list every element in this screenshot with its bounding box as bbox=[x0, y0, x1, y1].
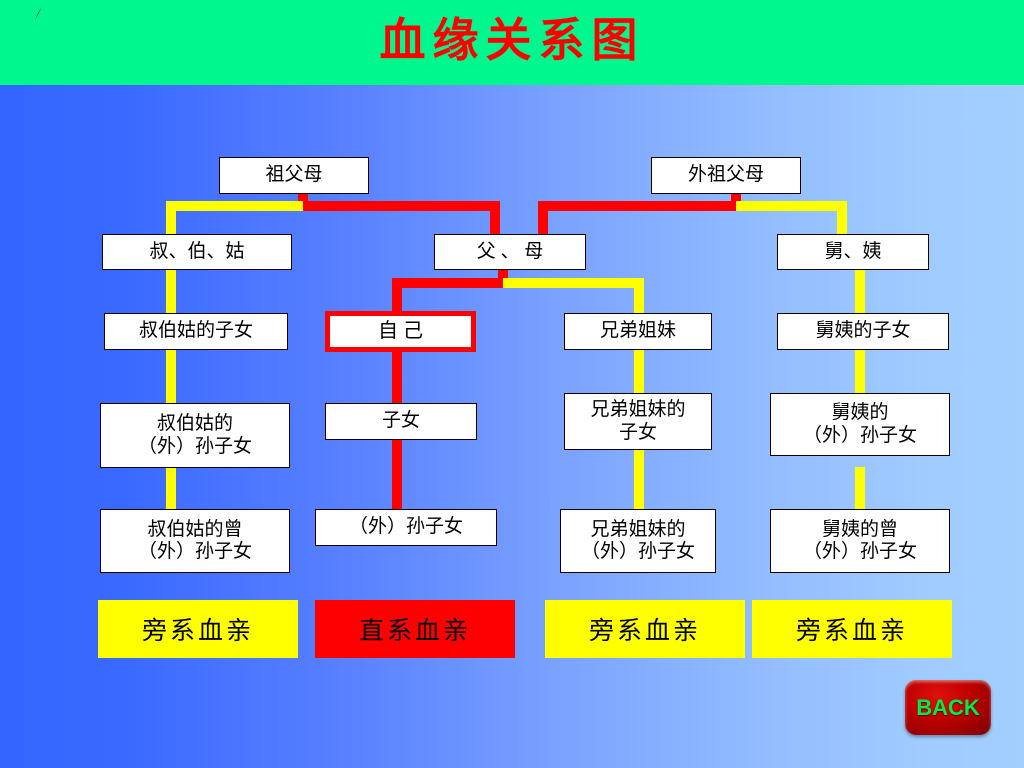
back-button-label: BACK bbox=[916, 694, 980, 720]
connector-maternal-bus-right bbox=[736, 201, 847, 211]
legend-collateral-3[interactable]: 旁系血亲 bbox=[752, 600, 952, 658]
connector-drop-uncles-maternal bbox=[837, 201, 847, 236]
connector-maternal-bus-left bbox=[538, 201, 736, 211]
node-maternal-grandparents[interactable]: 外祖父母 bbox=[651, 157, 801, 194]
connector-spine-maternal-2 bbox=[855, 348, 865, 393]
node-siblings-grandchildren[interactable]: 兄弟姐妹的 （外）孙子女 bbox=[560, 509, 716, 573]
connector-spine-maternal-3 bbox=[855, 467, 865, 510]
connector-spine-maternal-1 bbox=[855, 268, 865, 316]
title-banner: 血缘关系图 bbox=[0, 0, 1024, 85]
node-cousins-maternal[interactable]: 舅姨的子女 bbox=[777, 313, 949, 350]
connector-drop-self bbox=[392, 278, 402, 314]
connector-spine-self-2 bbox=[392, 440, 402, 510]
connector-paternal-bus-left bbox=[166, 201, 308, 211]
connector-drop-siblings bbox=[634, 278, 644, 314]
connector-grandparents-stem bbox=[298, 193, 308, 207]
node-grandchildren[interactable]: （外）孙子女 bbox=[315, 509, 497, 546]
connector-spine-paternal-1 bbox=[166, 268, 176, 316]
node-paternal-cousin-great-grandchildren[interactable]: 叔伯姑的曾 （外）孙子女 bbox=[100, 509, 290, 573]
legend-collateral-2[interactable]: 旁系血亲 bbox=[545, 600, 745, 658]
connector-drop-parents-left bbox=[490, 201, 500, 236]
node-uncles-aunts-paternal[interactable]: 叔、伯、姑 bbox=[102, 234, 292, 270]
node-cousins-paternal[interactable]: 叔伯姑的子女 bbox=[104, 313, 288, 350]
node-self[interactable]: 自 己 bbox=[325, 311, 476, 352]
legend-collateral-1[interactable]: 旁系血亲 bbox=[98, 600, 298, 658]
node-children[interactable]: 子女 bbox=[325, 403, 477, 440]
node-paternal-cousin-grandchildren[interactable]: 叔伯姑的 （外）孙子女 bbox=[100, 403, 290, 468]
page-title: 血缘关系图 bbox=[379, 15, 645, 66]
connector-parents-stem bbox=[498, 270, 508, 284]
back-button[interactable]: BACK bbox=[905, 680, 991, 735]
node-maternal-cousin-great-grandchildren[interactable]: 舅姨的曾 （外）孙子女 bbox=[770, 509, 950, 573]
node-parents[interactable]: 父 、 母 bbox=[434, 234, 586, 270]
connector-drop-parents-right bbox=[538, 201, 548, 236]
connector-drop-uncles-paternal bbox=[166, 201, 176, 236]
node-siblings-children[interactable]: 兄弟姐妹的 子女 bbox=[564, 393, 712, 450]
connector-parents-bus-left bbox=[392, 278, 508, 288]
connector-spine-paternal-2 bbox=[166, 348, 176, 404]
connector-parents-bus-right bbox=[503, 278, 644, 288]
connector-spine-paternal-3 bbox=[166, 467, 176, 510]
connector-maternal-grandparents-stem bbox=[731, 193, 741, 207]
node-uncles-aunts-maternal[interactable]: 舅、姨 bbox=[777, 234, 929, 270]
connector-paternal-bus-right bbox=[303, 201, 500, 211]
node-siblings[interactable]: 兄弟姐妹 bbox=[564, 313, 712, 350]
node-paternal-grandparents[interactable]: 祖父母 bbox=[219, 157, 369, 194]
connector-spine-siblings-2 bbox=[634, 450, 644, 510]
node-maternal-cousin-grandchildren[interactable]: 舅姨的 （外）孙子女 bbox=[770, 393, 950, 456]
connector-spine-self-1 bbox=[392, 348, 402, 404]
connector-spine-siblings-1 bbox=[634, 348, 644, 393]
legend-direct[interactable]: 直系血亲 bbox=[315, 600, 515, 658]
